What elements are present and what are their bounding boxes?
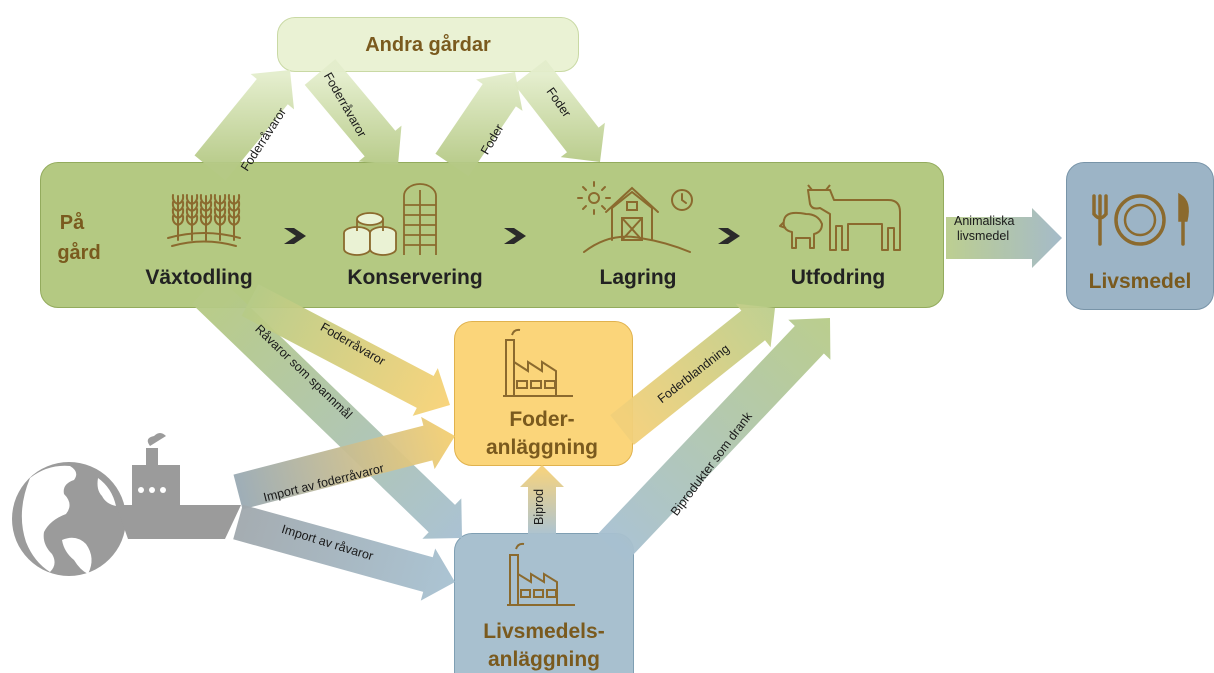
arrow-foder-up (435, 72, 523, 177)
arrow-foderblandning (610, 303, 775, 445)
arrow-foderravaror-down (304, 59, 402, 165)
livsmedelsanlaggning-label-2: anläggning (488, 648, 600, 671)
utfodring-label: Utfodring (790, 266, 886, 289)
silo-bales-icon (343, 183, 437, 256)
factory-icon (507, 542, 575, 606)
andra-gardar-box (277, 17, 579, 72)
biprod-label: Biprod (532, 488, 546, 525)
livestock-icon (779, 184, 901, 251)
foderanlaggning-box (454, 321, 633, 466)
globe-icon (12, 462, 126, 576)
chevron-icon (284, 228, 740, 244)
foderanlaggning-label-2: anläggning (486, 436, 598, 459)
foderanlaggning-label-1: Foder- (509, 408, 575, 431)
livsmedelsanlaggning-label-1: Livsmedels- (483, 620, 605, 643)
animaliska-label: Animaliska livsmedel (954, 214, 1014, 244)
lagring-label: Lagring (599, 266, 677, 289)
arrow-biprod (520, 465, 564, 534)
wheat-icon (167, 194, 241, 247)
arrow-foderravaror-up (194, 70, 294, 181)
vaxtodling-label: Växtodling (145, 266, 253, 289)
livsmedelsanlaggning-box (454, 533, 634, 673)
arrow-foderravaror-factory (241, 284, 450, 416)
plate-cutlery-icon (1092, 192, 1189, 246)
pa-gard-box (40, 162, 944, 308)
andra-gardar-label: Andra gårdar (365, 34, 491, 56)
pa-gard-label-1: På (59, 212, 85, 234)
arrow-animaliska (946, 208, 1062, 268)
factory-icon (503, 328, 573, 397)
arrow-ravaror-spannmal (191, 276, 463, 539)
pa-gard-label-2: gård (57, 242, 101, 264)
konservering-label: Konservering (347, 266, 483, 289)
arrow-foder-down (514, 59, 605, 163)
animaliska-label-2: livsmedel (957, 229, 1010, 243)
animaliska-label-1: Animaliska (954, 214, 1015, 228)
arrow-biprodukter-drank (597, 318, 831, 562)
arrow-import-foderravaror (233, 416, 455, 510)
ship-icon (116, 433, 241, 539)
livsmedel-label: Livsmedel (1088, 270, 1192, 293)
arrow-import-ravaror (233, 504, 455, 601)
barn-icon (577, 181, 693, 253)
